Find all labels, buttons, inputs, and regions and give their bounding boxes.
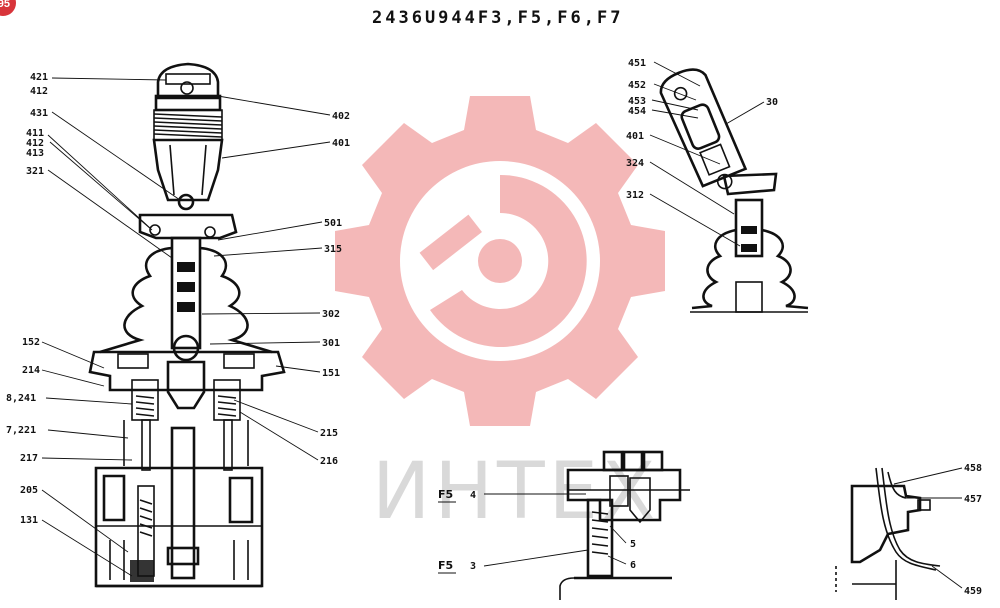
main-leader-lines — [41, 77, 331, 577]
main-part-labels: 421 412 431 411 412 413 321 152 214 8,24… — [6, 72, 350, 526]
drawing-title: 2436U944F3,F5,F6,F7 — [372, 8, 624, 28]
label-401-right: 401 — [626, 131, 644, 142]
tilted-part-labels: 451 452 453 454 30 401 324 312 — [626, 58, 778, 201]
label-315: 315 — [324, 244, 342, 255]
label-5: 5 — [630, 539, 636, 550]
label-7-221: 7,221 — [6, 425, 36, 436]
label-301: 301 — [322, 338, 340, 349]
label-215: 215 — [320, 428, 338, 439]
f5-leader-lines — [483, 493, 627, 567]
label-324: 324 — [626, 158, 644, 169]
label-131: 131 — [20, 515, 38, 526]
label-501: 501 — [324, 218, 342, 229]
label-217: 217 — [20, 453, 38, 464]
cable-leader-lines — [893, 467, 963, 589]
label-3: 3 — [470, 561, 476, 572]
label-413: 413 — [26, 148, 44, 159]
label-411: 411 — [26, 128, 44, 139]
label-8-241: 8,241 — [6, 393, 36, 404]
label-402: 402 — [332, 111, 350, 122]
label-401: 401 — [332, 138, 350, 149]
label-6: 6 — [630, 560, 636, 571]
label-452: 452 — [628, 80, 646, 91]
label-421: 421 — [30, 72, 48, 83]
tilted-leader-lines — [649, 61, 765, 247]
f5-detail-drawing — [559, 450, 690, 600]
label-458: 458 — [964, 463, 982, 474]
label-431: 431 — [30, 108, 48, 119]
cable-labels: 458 457 459 — [964, 463, 982, 597]
label-151: 151 — [322, 368, 340, 379]
label-312: 312 — [626, 190, 644, 201]
label-454: 454 — [628, 106, 646, 117]
label-152: 152 — [22, 337, 40, 348]
label-412: 412 — [30, 86, 48, 97]
label-453: 453 — [628, 96, 646, 107]
cable-detail-drawing — [835, 467, 941, 600]
label-f5-bottom: F5 — [438, 559, 453, 572]
label-205: 205 — [20, 485, 38, 496]
label-412-b: 412 — [26, 138, 44, 149]
label-30: 30 — [766, 97, 778, 108]
label-216: 216 — [320, 456, 338, 467]
label-4: 4 — [470, 490, 476, 501]
watermark-gear-logo — [335, 96, 665, 426]
label-451: 451 — [628, 58, 646, 69]
label-459: 459 — [964, 586, 982, 597]
label-457: 457 — [964, 494, 982, 505]
label-f5-top: F5 — [438, 488, 453, 501]
f5-labels: F5 4 F5 3 5 6 — [438, 488, 636, 574]
page-number-badge: 95 — [0, 0, 16, 16]
label-214: 214 — [22, 365, 40, 376]
label-321: 321 — [26, 166, 44, 177]
watermark-text: ИНТЕХ — [372, 447, 659, 537]
main-joystick-drawing — [88, 62, 286, 588]
label-302: 302 — [322, 309, 340, 320]
tilted-joystick-drawing — [659, 68, 809, 313]
